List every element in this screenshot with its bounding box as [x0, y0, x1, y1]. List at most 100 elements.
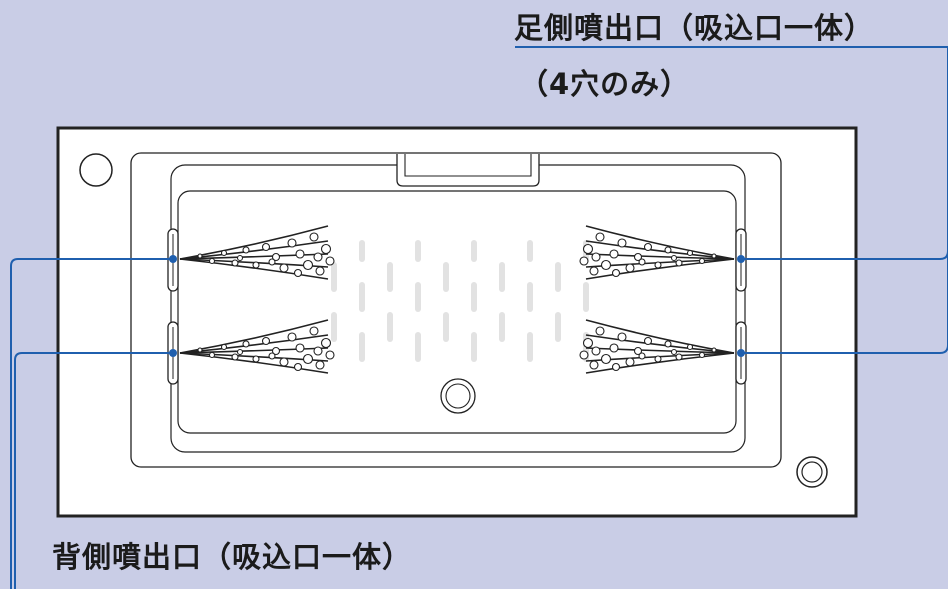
air-bubble [654, 261, 662, 269]
grip-mark [331, 262, 337, 292]
air-bubble [617, 332, 627, 342]
spray-stream [585, 240, 735, 260]
grip-mark [359, 332, 365, 362]
air-bubble [579, 350, 589, 360]
air-bubble [654, 355, 662, 363]
air-bubble [268, 258, 276, 266]
air-bubble [325, 350, 335, 360]
air-bubble [686, 343, 694, 351]
air-bubble [309, 326, 319, 336]
spray-stream [179, 258, 329, 280]
spray-stream [585, 253, 735, 260]
air-bubble [313, 346, 323, 356]
grip-mark [583, 282, 589, 312]
air-bubble [302, 259, 314, 271]
air-bubble [242, 246, 250, 254]
leader-back-bottom [14, 352, 173, 589]
spray-stream [179, 319, 329, 354]
air-bubble [320, 337, 332, 349]
air-bubble [295, 343, 305, 353]
air-bubble [675, 353, 683, 361]
air-bubble [293, 268, 303, 278]
faucet-hole [79, 153, 113, 187]
air-bubble [236, 348, 244, 356]
grip-mark [499, 312, 505, 342]
air-bubble [582, 243, 594, 255]
leader-dots [169, 255, 745, 357]
air-bubble [664, 246, 672, 254]
air-bubble [231, 353, 239, 361]
air-bubble [595, 326, 605, 336]
air-bubble [208, 257, 216, 265]
tub-handle [396, 154, 540, 187]
water-spray [579, 319, 735, 374]
grip-mark [555, 262, 561, 292]
grip-mark [471, 282, 477, 312]
air-bubble [686, 249, 694, 257]
air-bubble [664, 340, 672, 348]
air-bubble [287, 332, 297, 342]
air-bubble [313, 252, 323, 262]
air-bubble [268, 352, 276, 360]
grip-mark [415, 282, 421, 312]
water-spray [179, 225, 335, 280]
air-bubble [617, 238, 627, 248]
air-bubble [638, 258, 646, 266]
air-bubble [698, 351, 706, 359]
air-bubble [711, 347, 717, 353]
air-bubble [600, 259, 612, 271]
foot-outlet-label: 足側噴出口（吸込口一体） [514, 11, 875, 45]
water-jet-sprays [179, 225, 735, 374]
air-bubble [252, 261, 260, 269]
air-bubble [309, 232, 319, 242]
air-bubble [625, 263, 635, 273]
air-bubble [279, 357, 289, 367]
air-bubble [279, 263, 289, 273]
air-bubble [242, 340, 250, 348]
air-bubble [711, 253, 717, 259]
grip-mark [527, 282, 533, 312]
air-bubble [670, 348, 678, 356]
grip-mark [471, 240, 477, 262]
grip-mark [359, 282, 365, 312]
anti-slip-grip-marks [331, 240, 589, 362]
air-bubble [643, 242, 653, 252]
spray-stream [179, 225, 329, 260]
grip-mark [359, 240, 365, 262]
tub-handle-inner [404, 154, 532, 177]
air-bubble [698, 257, 706, 265]
grip-mark [499, 262, 505, 292]
air-bubble [579, 256, 589, 266]
drain-inner [445, 383, 471, 409]
air-bubble [591, 346, 601, 356]
air-bubble [589, 360, 599, 370]
water-spray [579, 225, 735, 280]
air-bubble [611, 362, 621, 372]
air-bubble [293, 362, 303, 372]
air-bubble [208, 351, 216, 359]
grip-mark [471, 332, 477, 362]
spray-stream [179, 347, 329, 354]
air-bubble [271, 252, 281, 262]
air-bubble [611, 268, 621, 278]
overflow-hole-inner [801, 461, 823, 483]
grip-mark [415, 332, 421, 362]
air-bubble [670, 254, 678, 262]
air-bubble [675, 259, 683, 267]
grip-mark [387, 312, 393, 342]
grip-mark [443, 312, 449, 342]
air-bubble [261, 336, 271, 346]
air-bubble [589, 266, 599, 276]
spray-stream [179, 334, 329, 354]
spray-stream [585, 347, 735, 354]
air-bubble [261, 242, 271, 252]
air-bubble [302, 353, 314, 365]
spray-stream [585, 352, 735, 374]
air-bubble [315, 360, 325, 370]
grip-mark [387, 262, 393, 292]
air-bubble [287, 238, 297, 248]
air-bubble [625, 357, 635, 367]
spray-stream [585, 319, 735, 354]
air-bubble [197, 347, 203, 353]
